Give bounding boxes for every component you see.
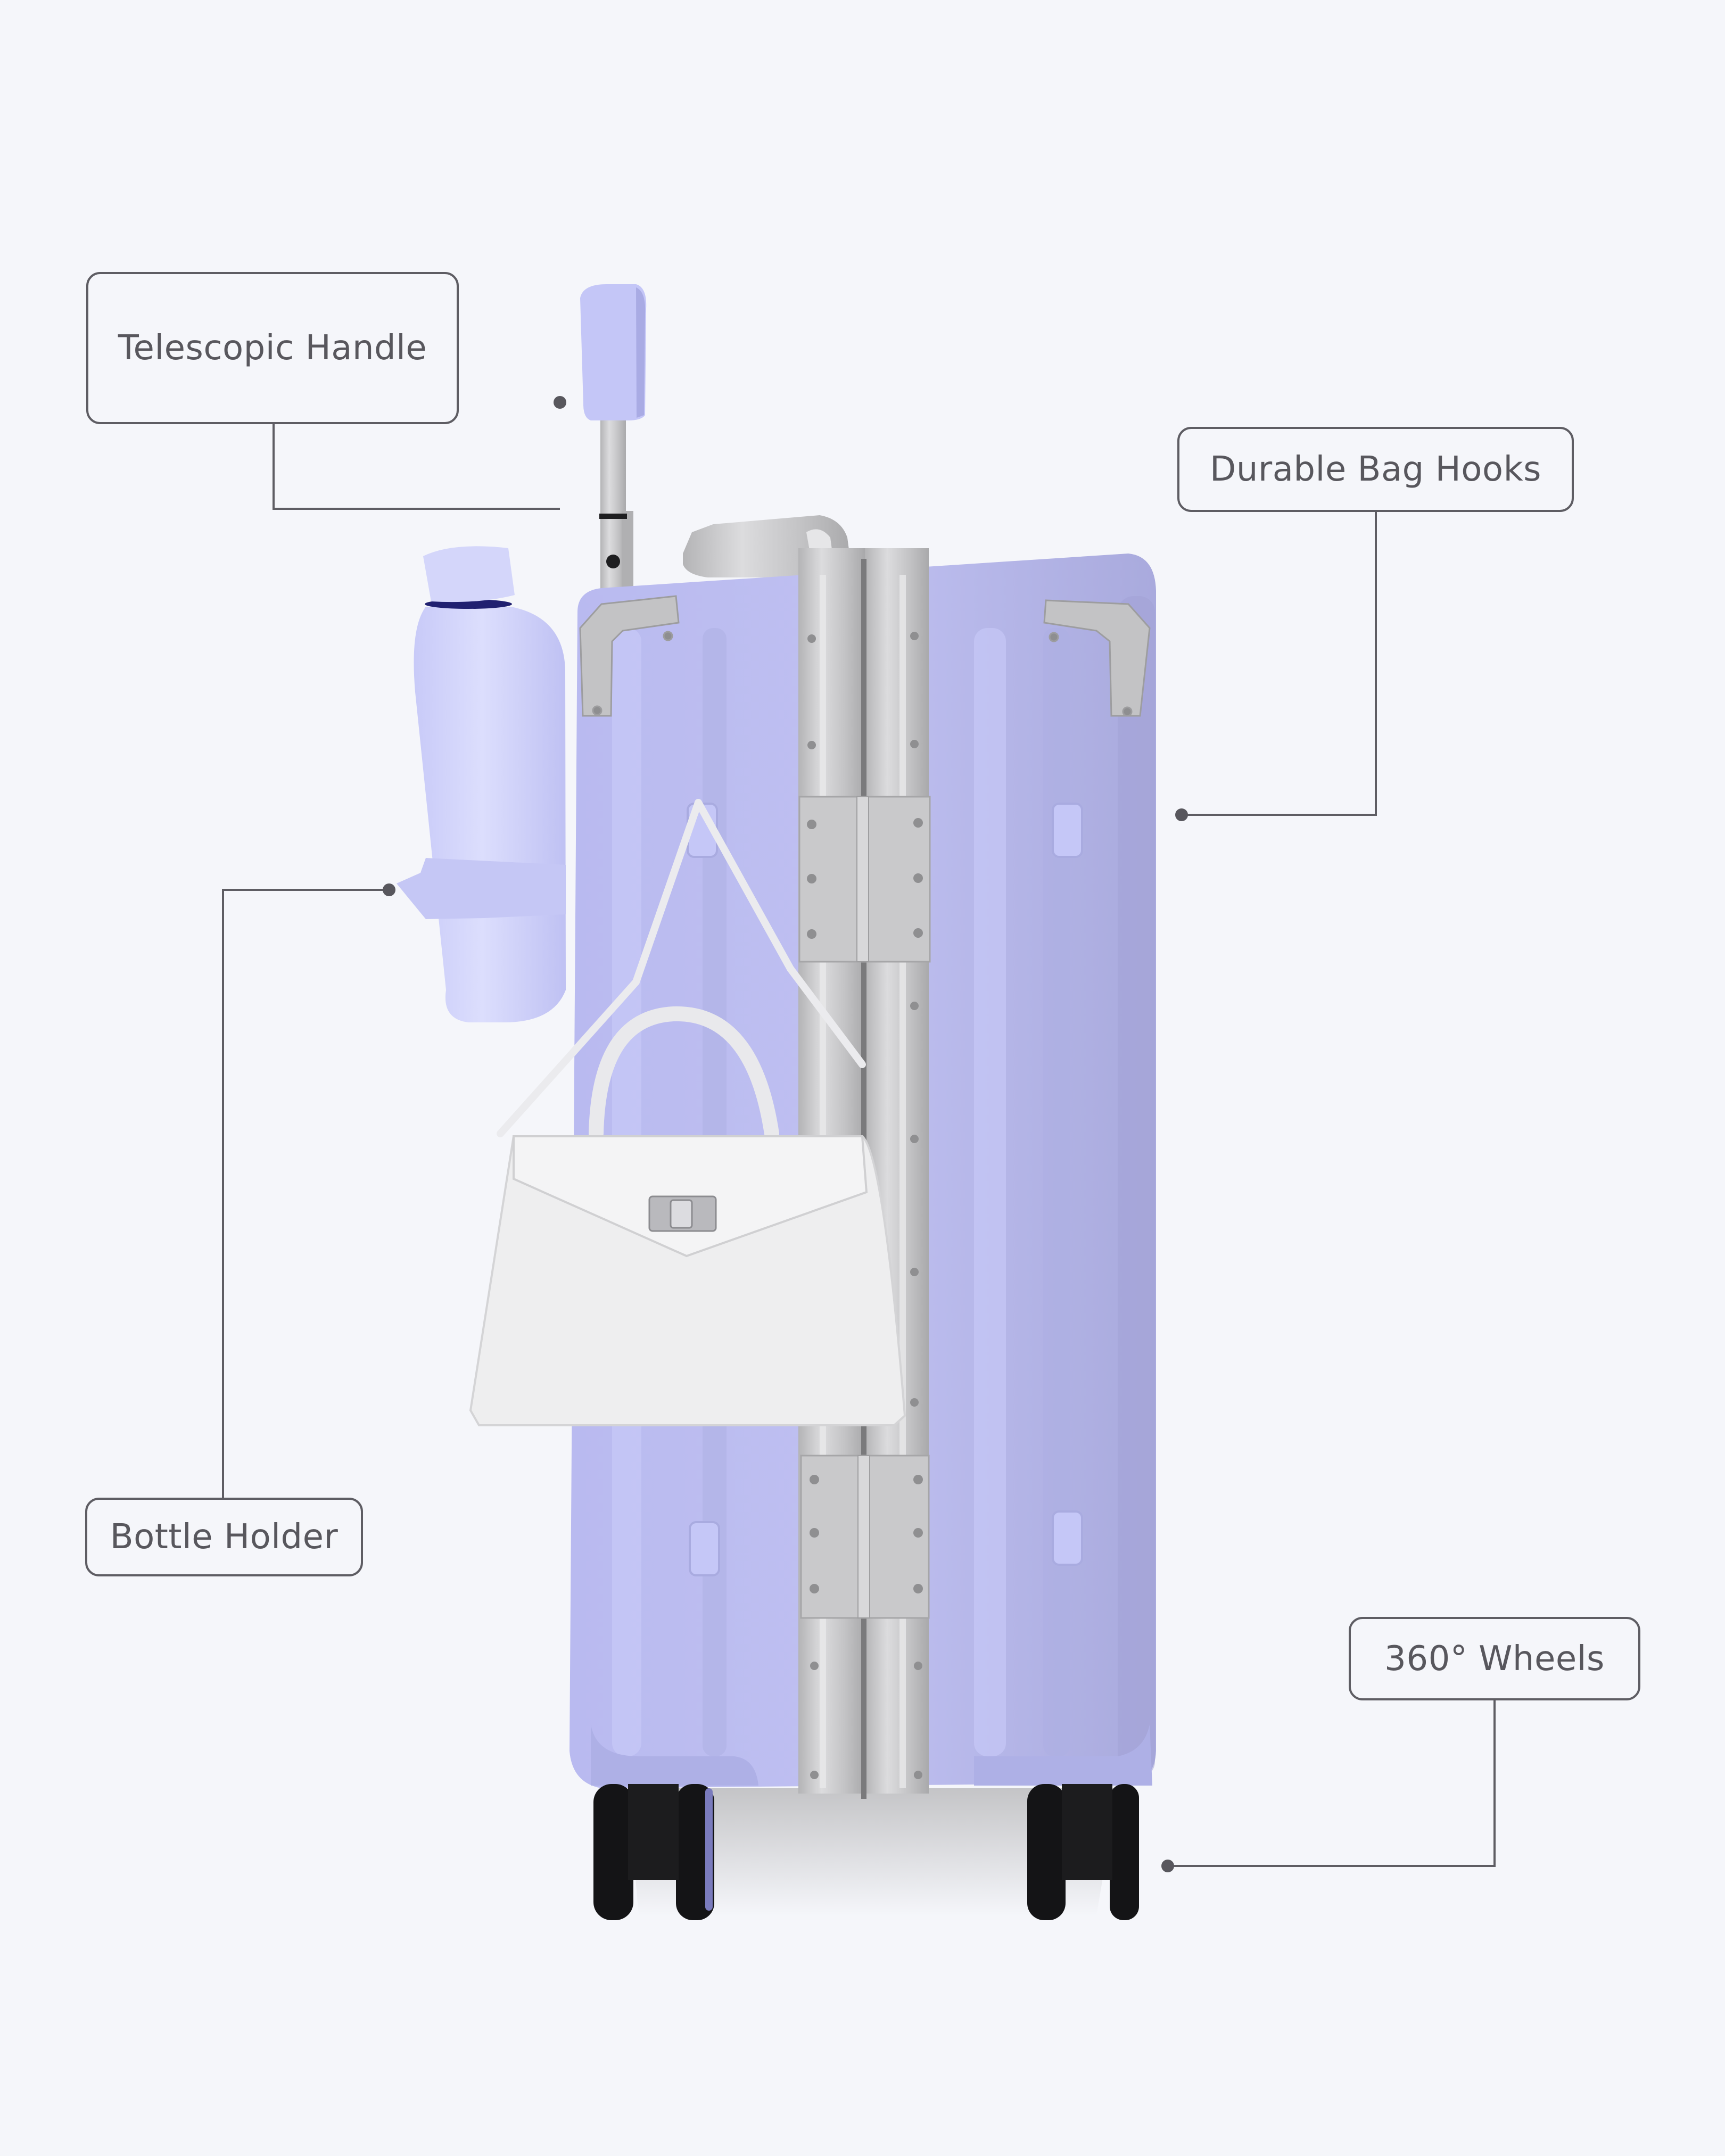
anchor-dot bbox=[554, 396, 566, 409]
spinner-wheels bbox=[593, 1784, 1139, 1920]
handbag-graphic bbox=[469, 799, 906, 1426]
anchor-dot bbox=[1175, 808, 1188, 821]
leader-line bbox=[1375, 511, 1377, 816]
leader-line bbox=[1168, 1865, 1496, 1867]
callout-label: Telescopic Handle bbox=[118, 328, 427, 368]
leader-line bbox=[273, 508, 560, 510]
leader-line bbox=[223, 889, 389, 891]
leader-line bbox=[1493, 1699, 1496, 1867]
bag-hook-bottom-right bbox=[1052, 1510, 1083, 1566]
anchor-dot bbox=[383, 883, 395, 896]
corner-guards bbox=[579, 595, 1151, 717]
bag-hook-bottom-left bbox=[689, 1521, 720, 1576]
callout-label: Durable Bag Hooks bbox=[1210, 450, 1541, 489]
callout-label: 360° Wheels bbox=[1384, 1639, 1605, 1679]
bag-hook-top-right bbox=[1052, 803, 1083, 858]
callout-durable-bag-hooks: Durable Bag Hooks bbox=[1177, 427, 1574, 512]
callout-telescopic-handle: Telescopic Handle bbox=[86, 272, 459, 424]
bottle-holder-graphic bbox=[397, 858, 566, 919]
water-bottle-graphic bbox=[397, 546, 566, 1022]
callout-bottle-holder: Bottle Holder bbox=[85, 1498, 363, 1576]
floor-shadow bbox=[628, 1788, 1118, 1916]
callout-label: Bottle Holder bbox=[110, 1517, 339, 1557]
anchor-dot bbox=[1161, 1860, 1174, 1872]
callout-360-wheels: 360° Wheels bbox=[1349, 1617, 1640, 1700]
leader-line bbox=[222, 889, 224, 1499]
leader-line bbox=[1182, 814, 1377, 816]
leader-line bbox=[273, 423, 275, 510]
telescopic-handle-graphic bbox=[580, 284, 647, 593]
